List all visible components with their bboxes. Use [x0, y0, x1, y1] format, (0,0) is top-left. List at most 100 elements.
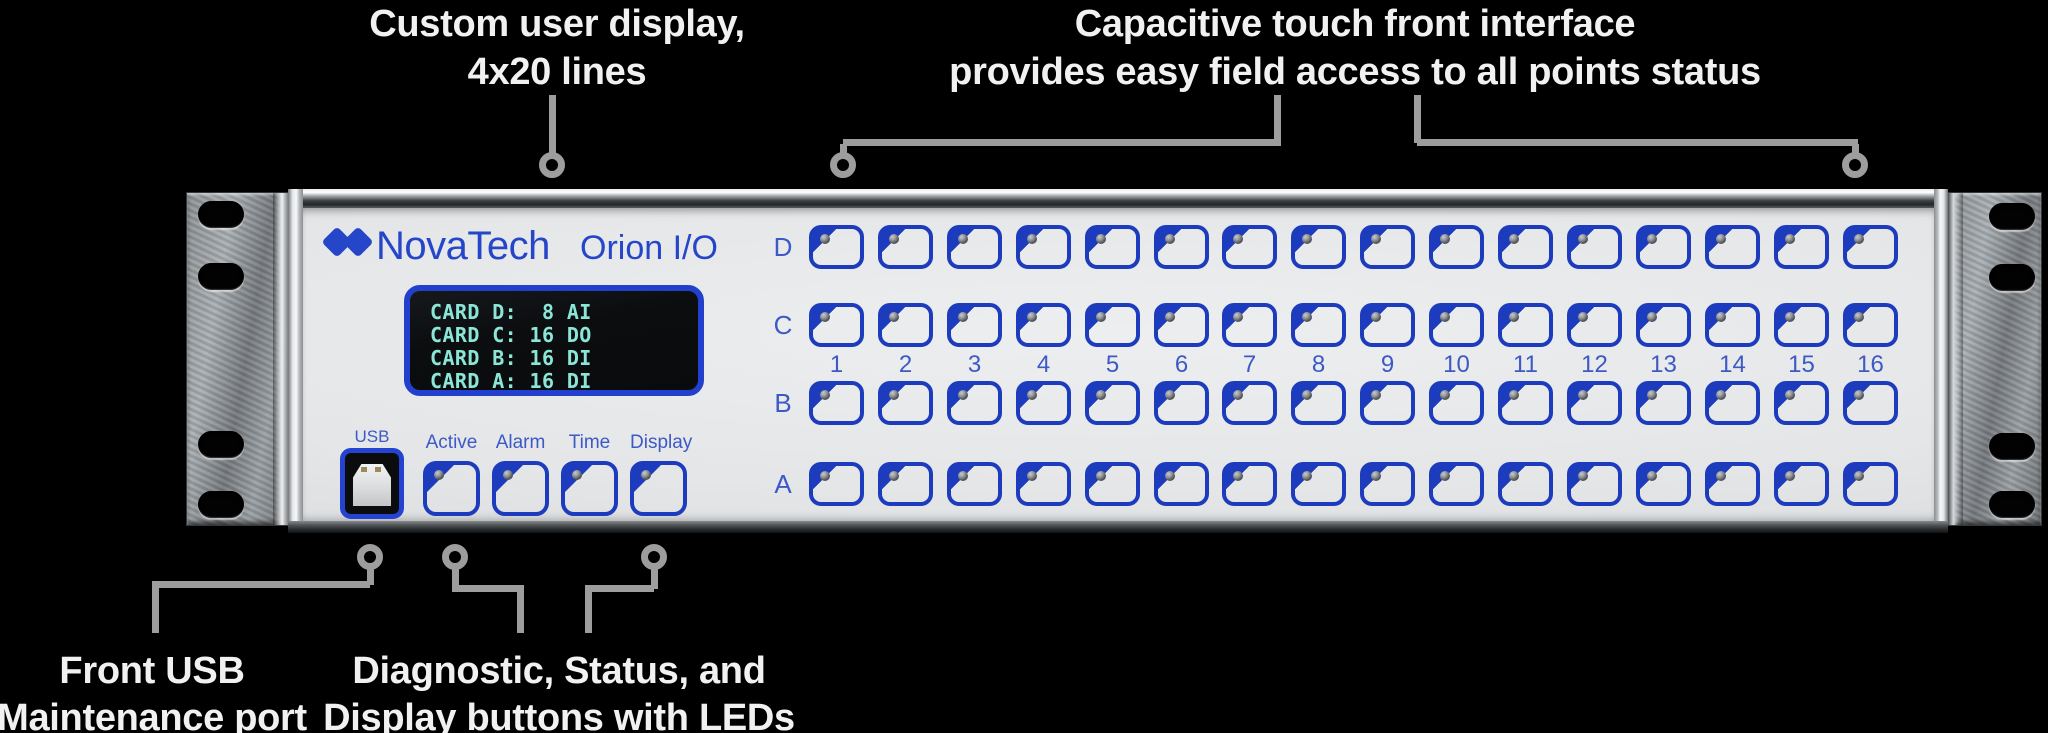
row-label-B: B — [774, 388, 792, 418]
led-indicator — [1509, 312, 1519, 322]
touch-button-A-11[interactable] — [1498, 462, 1553, 506]
touch-button-C-13[interactable] — [1636, 303, 1691, 347]
control-button-active[interactable] — [423, 461, 480, 516]
chassis-top-edge — [288, 189, 1948, 208]
touch-button-A-5[interactable] — [1085, 462, 1140, 506]
touch-button-A-4[interactable] — [1016, 462, 1071, 506]
led-indicator — [958, 471, 968, 481]
touch-button-B-9[interactable] — [1360, 381, 1415, 425]
touch-button-D-14[interactable] — [1705, 225, 1760, 269]
touch-button-C-11[interactable] — [1498, 303, 1553, 347]
touch-button-B-4[interactable] — [1016, 381, 1071, 425]
column-label-5: 5 — [1105, 351, 1120, 378]
mounting-hole — [198, 201, 244, 228]
usb-label: USB — [354, 427, 390, 446]
touch-button-B-8[interactable] — [1291, 381, 1346, 425]
touch-button-C-9[interactable] — [1360, 303, 1415, 347]
led-indicator — [889, 390, 899, 400]
control-button-time[interactable] — [561, 461, 618, 516]
led-indicator — [1647, 390, 1657, 400]
led-indicator — [1440, 312, 1450, 322]
touch-button-A-13[interactable] — [1636, 462, 1691, 506]
touch-button-C-1[interactable] — [809, 303, 864, 347]
touch-button-D-15[interactable] — [1774, 225, 1829, 269]
touch-button-C-8[interactable] — [1291, 303, 1346, 347]
touch-button-D-11[interactable] — [1498, 225, 1553, 269]
touch-button-B-2[interactable] — [878, 381, 933, 425]
touch-button-D-6[interactable] — [1154, 225, 1209, 269]
touch-button-C-6[interactable] — [1154, 303, 1209, 347]
touch-button-C-3[interactable] — [947, 303, 1002, 347]
touch-button-A-15[interactable] — [1774, 462, 1829, 506]
touch-button-A-3[interactable] — [947, 462, 1002, 506]
touch-button-D-9[interactable] — [1360, 225, 1415, 269]
led-indicator — [1233, 390, 1243, 400]
touch-button-A-7[interactable] — [1222, 462, 1277, 506]
touch-button-A-6[interactable] — [1154, 462, 1209, 506]
touch-button-D-16[interactable] — [1843, 225, 1898, 269]
led-indicator — [1165, 234, 1175, 244]
touch-button-A-2[interactable] — [878, 462, 933, 506]
touch-button-D-12[interactable] — [1567, 225, 1622, 269]
touch-button-C-12[interactable] — [1567, 303, 1622, 347]
touch-button-D-8[interactable] — [1291, 225, 1346, 269]
callout-line — [585, 585, 592, 633]
led-indicator — [1716, 390, 1726, 400]
touch-button-D-5[interactable] — [1085, 225, 1140, 269]
touch-button-B-14[interactable] — [1705, 381, 1760, 425]
touch-button-A-14[interactable] — [1705, 462, 1760, 506]
touch-button-B-1[interactable] — [809, 381, 864, 425]
control-button-alarm[interactable] — [492, 461, 549, 516]
touch-button-D-3[interactable] — [947, 225, 1002, 269]
touch-button-C-15[interactable] — [1774, 303, 1829, 347]
touch-button-D-13[interactable] — [1636, 225, 1691, 269]
touch-button-C-10[interactable] — [1429, 303, 1484, 347]
touch-button-B-13[interactable] — [1636, 381, 1691, 425]
callout-marker — [539, 152, 565, 178]
usb-pin — [375, 467, 381, 472]
touch-button-A-9[interactable] — [1360, 462, 1415, 506]
callout-marker — [830, 152, 856, 178]
led-indicator — [1509, 390, 1519, 400]
touch-button-D-2[interactable] — [878, 225, 933, 269]
touch-button-B-12[interactable] — [1567, 381, 1622, 425]
touch-button-A-10[interactable] — [1429, 462, 1484, 506]
annotation-usb-line2: Maintenance port — [0, 697, 307, 733]
led-indicator — [1647, 312, 1657, 322]
led-indicator — [1233, 471, 1243, 481]
led-indicator — [1785, 312, 1795, 322]
touch-button-B-3[interactable] — [947, 381, 1002, 425]
touch-button-C-14[interactable] — [1705, 303, 1760, 347]
led-indicator — [820, 390, 830, 400]
touch-button-D-1[interactable] — [809, 225, 864, 269]
callout-line — [367, 568, 374, 585]
usb-port[interactable] — [340, 448, 404, 519]
touch-button-C-2[interactable] — [878, 303, 933, 347]
column-label-8: 8 — [1311, 351, 1326, 378]
touch-button-B-6[interactable] — [1154, 381, 1209, 425]
touch-button-A-16[interactable] — [1843, 462, 1898, 506]
touch-button-A-1[interactable] — [809, 462, 864, 506]
control-button-display[interactable] — [630, 461, 687, 516]
touch-button-C-16[interactable] — [1843, 303, 1898, 347]
touch-button-A-8[interactable] — [1291, 462, 1346, 506]
led-indicator — [1371, 312, 1381, 322]
touch-button-B-10[interactable] — [1429, 381, 1484, 425]
touch-button-D-10[interactable] — [1429, 225, 1484, 269]
touch-button-B-7[interactable] — [1222, 381, 1277, 425]
row-label-D: D — [773, 232, 793, 262]
touch-button-C-4[interactable] — [1016, 303, 1071, 347]
touch-button-B-5[interactable] — [1085, 381, 1140, 425]
touch-button-A-12[interactable] — [1567, 462, 1622, 506]
touch-button-D-4[interactable] — [1016, 225, 1071, 269]
touch-button-B-11[interactable] — [1498, 381, 1553, 425]
touch-button-B-15[interactable] — [1774, 381, 1829, 425]
touch-button-B-16[interactable] — [1843, 381, 1898, 425]
mounting-hole — [198, 431, 244, 458]
touch-button-D-7[interactable] — [1222, 225, 1277, 269]
touch-button-C-5[interactable] — [1085, 303, 1140, 347]
led-indicator — [1578, 471, 1588, 481]
touch-button-C-7[interactable] — [1222, 303, 1277, 347]
column-label-11: 11 — [1513, 351, 1538, 378]
led-indicator — [1785, 390, 1795, 400]
